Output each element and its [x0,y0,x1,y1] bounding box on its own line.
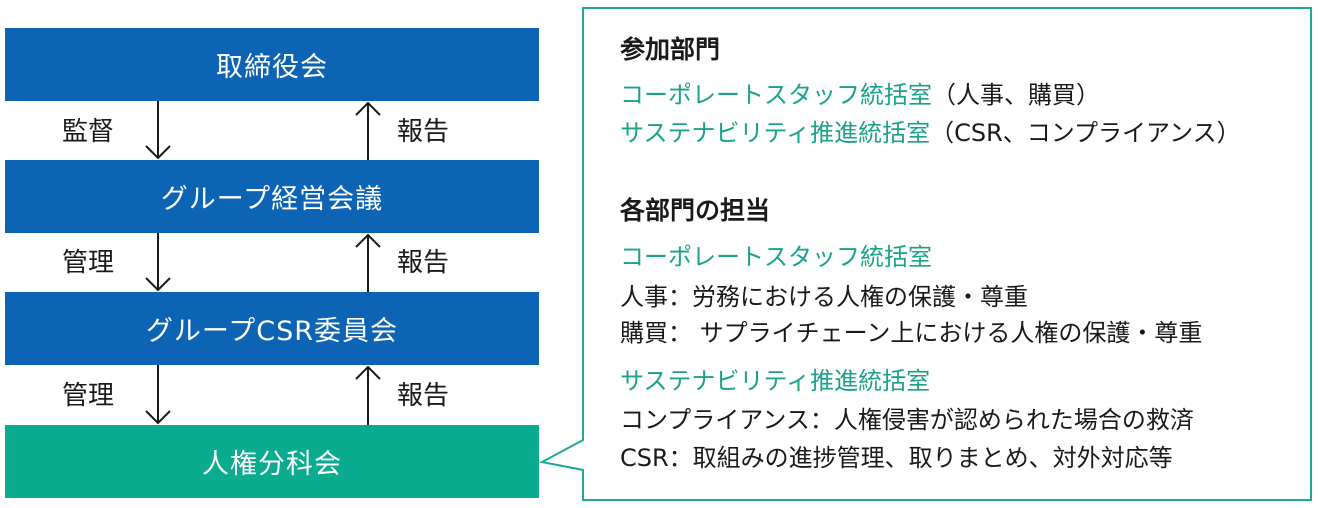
group-csr-committee-box: グループCSR委員会 [5,292,539,365]
group-management-meeting-label: グループ経営会議 [160,184,384,215]
group-management-meeting-box: グループ経営会議 [5,160,539,233]
department-line: サステナビリティ推進統括室（CSR、コンプライアンス） [620,118,1241,148]
compliance-responsibility: コンプライアンス：人権侵害が認められた場合の救済 [620,406,1194,434]
group-csr-committee-label: グループCSR委員会 [145,316,399,347]
corporate-staff-subheading: コーポレートスタッフ統括室 [620,243,932,271]
report-label: 報告 [397,381,450,411]
board-of-directors-box: 取締役会 [5,28,539,101]
sustainability-office: サステナビリティ推進統括室 [620,119,931,147]
up-arrow-icon [355,233,381,292]
human-rights-subcommittee-box: 人権分科会 [5,425,539,498]
corporate-staff-note: （人事、購買） [932,81,1100,109]
up-arrow-icon [355,365,381,425]
board-of-directors-label: 取締役会 [216,52,328,83]
report-label: 報告 [397,248,450,278]
corporate-staff-office: コーポレートスタッフ統括室 [620,81,932,109]
department-responsibilities-heading: 各部門の担当 [620,196,771,225]
csr-responsibility: CSR：取組みの進捗管理、取りまとめ、対外対応等 [620,444,1173,472]
report-label: 報告 [397,117,450,147]
human-rights-subcommittee-label: 人権分科会 [202,449,342,480]
sustainability-note: （CSR、コンプライアンス） [930,119,1241,147]
participating-departments-heading: 参加部門 [620,35,721,64]
department-line: コーポレートスタッフ統括室（人事、購買） [620,80,1100,110]
manage-label: 管理 [62,248,115,278]
supervise-label: 監督 [62,117,115,147]
down-arrow-icon [145,233,171,292]
hr-responsibility: 人事：労務における人権の保護・尊重 [620,283,1028,311]
purchasing-responsibility: 購買： サプライチェーン上における人権の保護・尊重 [620,319,1203,347]
down-arrow-icon [145,101,171,160]
manage-label: 管理 [62,381,115,411]
sustainability-subheading: サステナビリティ推進統括室 [620,367,931,395]
up-arrow-icon [355,101,381,160]
down-arrow-icon [145,365,171,425]
